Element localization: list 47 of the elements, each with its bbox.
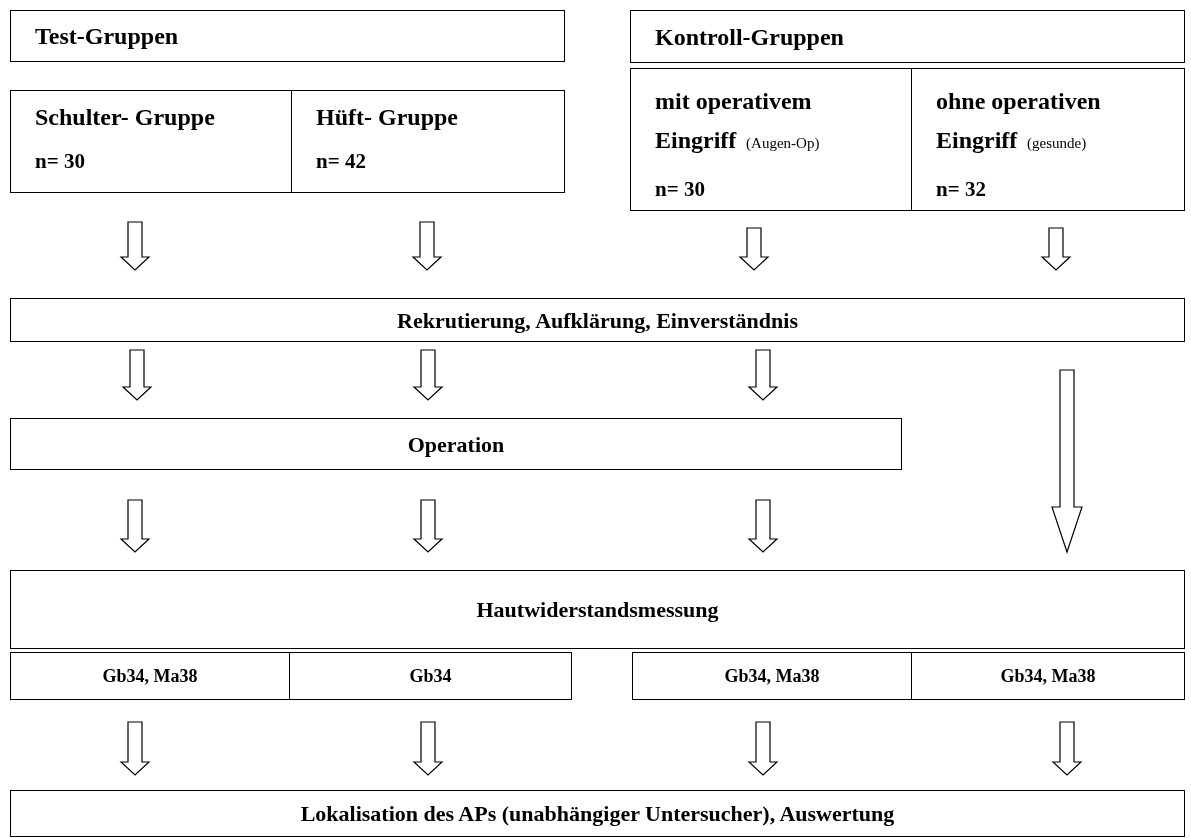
process-box	[10, 298, 1185, 342]
step-label: Lokalisation des APs (unabhängiger Untersucher), Auswertung	[300, 800, 895, 828]
step-label: Hautwiderstandsmessung	[476, 596, 719, 624]
step-label: Operation	[407, 430, 505, 459]
block-arrow	[1040, 227, 1072, 271]
block-arrow	[738, 227, 770, 271]
step-label: Rekrutierung, Aufklärung, Einverständnis	[397, 306, 798, 335]
process-box	[10, 570, 1185, 649]
process-box	[289, 652, 572, 700]
sample-size: n= 42	[316, 151, 367, 172]
block-arrow	[119, 499, 151, 553]
group-name: Hüft- Gruppe	[316, 105, 458, 129]
sample-size: n= 32	[936, 179, 987, 200]
acupoint-label: Gb34, Ma38	[724, 664, 820, 688]
block-arrow	[1051, 721, 1083, 776]
process-box	[10, 10, 565, 62]
process-box	[911, 652, 1185, 700]
group-name: mit operativem Eingriff (Augen-Op)	[655, 87, 821, 155]
group-name: ohne operativen Eingriff (gesunde)	[936, 87, 1102, 155]
group-heading: Kontroll-Gruppen	[655, 24, 844, 49]
block-arrow	[121, 349, 153, 401]
block-arrow	[119, 721, 151, 776]
block-arrow	[747, 499, 779, 553]
process-box	[630, 68, 912, 211]
block-arrow	[412, 721, 444, 776]
process-box	[632, 652, 912, 700]
process-box	[911, 68, 1185, 211]
sample-size: n= 30	[655, 179, 706, 200]
process-box	[291, 90, 565, 193]
acupoint-label: Gb34, Ma38	[102, 664, 198, 688]
block-arrow	[412, 349, 444, 401]
block-arrow	[747, 721, 779, 776]
acupoint-label: Gb34	[409, 664, 452, 688]
block-arrow	[119, 221, 151, 271]
acupoint-label: Gb34, Ma38	[1000, 664, 1096, 688]
process-box	[10, 790, 1185, 837]
block-arrow	[411, 221, 443, 271]
sample-size: n= 30	[35, 151, 86, 172]
block-arrow	[1051, 369, 1083, 554]
block-arrow	[412, 499, 444, 553]
group-name: Schulter- Gruppe	[35, 105, 215, 129]
process-box	[630, 10, 1185, 63]
process-box	[10, 90, 292, 193]
process-box	[10, 652, 290, 700]
group-heading: Test-Gruppen	[35, 24, 179, 48]
block-arrow	[747, 349, 779, 401]
process-box	[10, 418, 902, 470]
